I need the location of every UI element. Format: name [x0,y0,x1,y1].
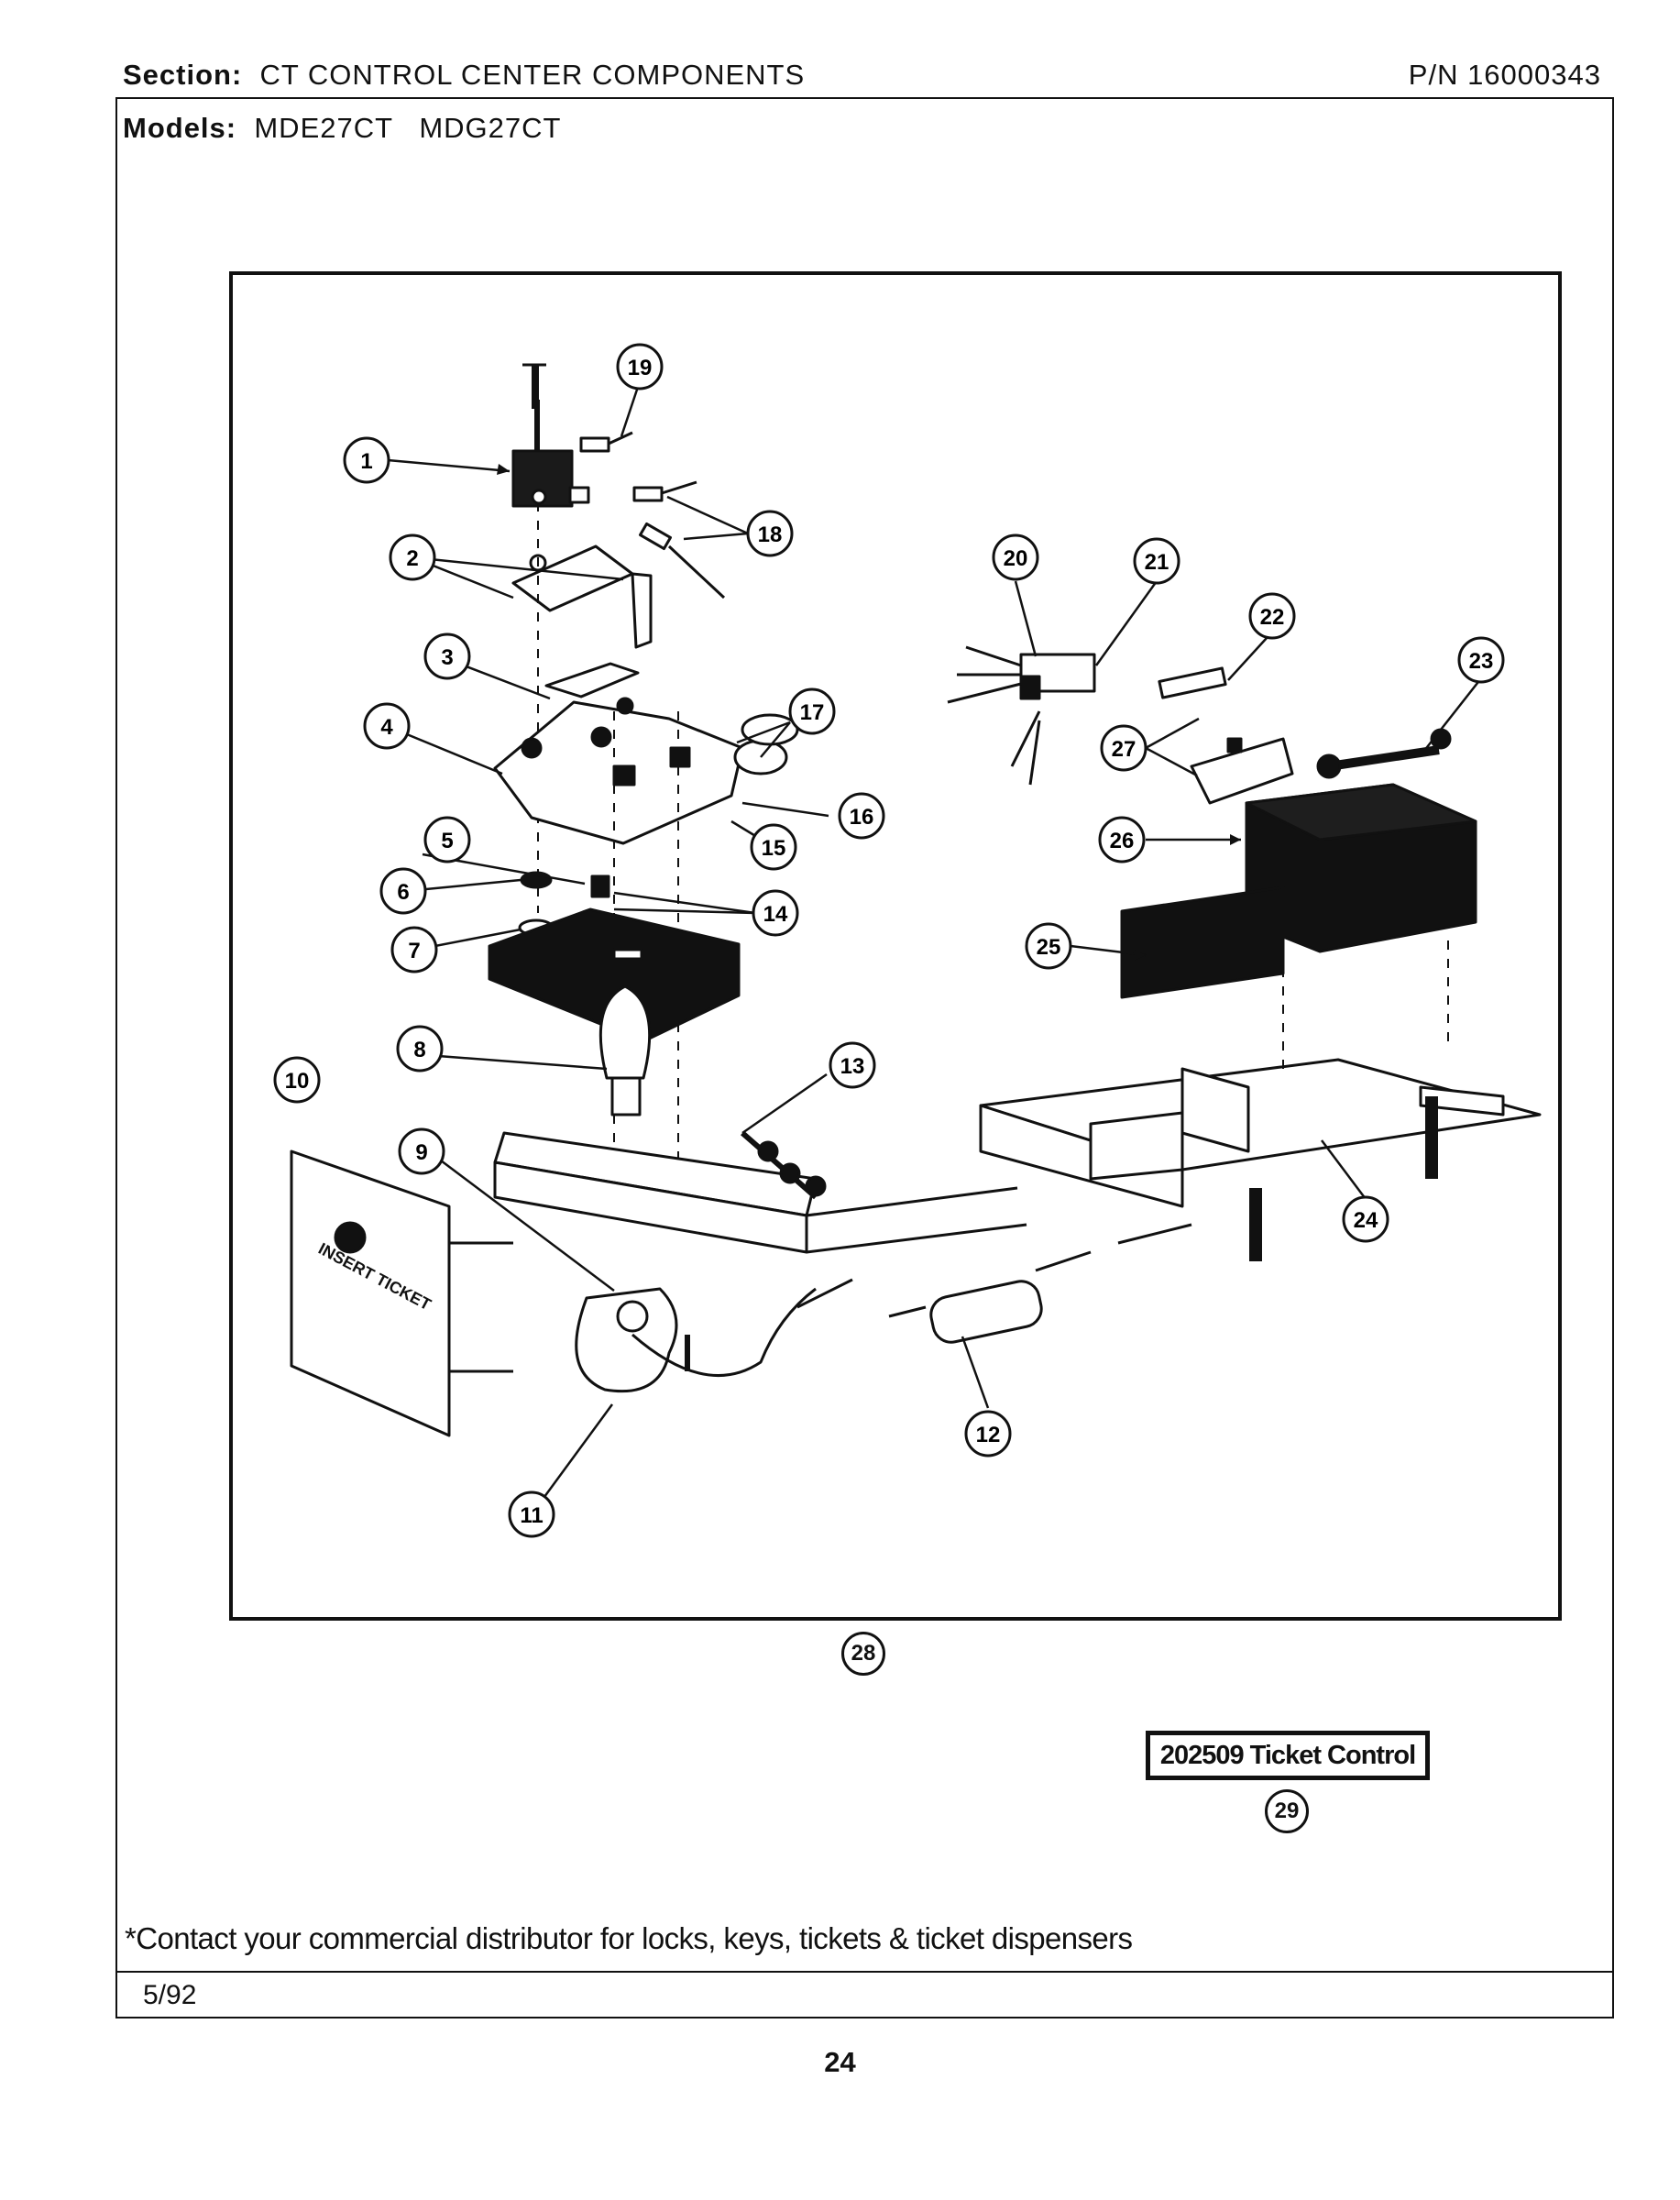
callout-16: 16 [838,792,885,840]
part-solenoid [575,1287,817,1393]
callout-2: 2 [389,534,436,581]
callout-25: 25 [1025,922,1072,970]
callout-number: 25 [1037,935,1061,960]
callout-8: 8 [396,1025,444,1072]
callout-21: 21 [1133,537,1180,585]
callout-5: 5 [423,816,471,864]
callout-number: 14 [763,902,788,927]
callout-number: 2 [406,546,418,571]
callout-number: 12 [976,1423,1001,1447]
callout-number: 19 [628,356,653,380]
callout-10: 10 [273,1056,321,1104]
callout-27: 27 [1100,724,1147,772]
callout-number: 9 [415,1140,427,1165]
part-number: P/N 16000343 [1408,59,1601,91]
part-heat-sink [1120,886,1285,1078]
section-title: CT CONTROL CENTER COMPONENTS [259,59,806,91]
callout-number: 6 [397,880,409,905]
part-lock-plate [488,908,741,1043]
callout-20: 20 [992,534,1039,581]
callout-number: 13 [840,1054,865,1079]
callout-number: 15 [762,836,786,861]
exploded-parts-diagram: INSERT TICKET 12345678910111213141516171… [273,343,1542,1538]
callout-number: 24 [1354,1208,1378,1233]
distributor-note: *Contact your commercial distributor for… [125,1921,1133,1955]
callout-18: 18 [746,510,794,557]
callout-3: 3 [423,632,471,680]
part-switch [511,363,590,508]
callout-number: 23 [1469,649,1494,674]
models-heading: Models: MDE27CT MDG27CT [123,112,561,145]
callout-9: 9 [398,1128,445,1175]
callout-number: 22 [1260,605,1285,630]
part-chassis [493,1131,1027,1254]
diagram-frame [229,271,1562,1621]
part-fuse [1158,666,1227,699]
callout-28: 28 [841,1632,885,1676]
part-transformer [1245,728,1477,1041]
part-lock-cylinder [598,984,652,1116]
callout-24: 24 [1342,1195,1389,1243]
page-number: 24 [824,2046,856,2078]
callout-7: 7 [390,926,438,974]
revision-date: 5/92 [143,1980,197,2010]
part-fuse-holder [796,1223,1192,1344]
callout-23: 23 [1457,636,1505,684]
callout-13: 13 [829,1041,876,1089]
kit-label: 202509 Ticket Control [1146,1731,1430,1780]
callout-number: 7 [408,939,420,963]
callout-number: 1 [360,449,372,474]
callout-number: 10 [285,1069,310,1094]
page-frame [115,97,1614,2018]
callout-number: 3 [441,645,453,670]
callout-number: 4 [380,715,393,740]
callout-22: 22 [1248,592,1296,640]
callout-number: 21 [1145,550,1169,575]
callout-19: 19 [616,343,664,390]
callout-number: 16 [850,805,874,830]
models-list: MDE27CT MDG27CT [254,112,562,144]
callout-number: 20 [1004,546,1028,571]
part-fuse-block [1190,737,1294,805]
callout-29: 29 [1265,1789,1309,1833]
models-label: Models: [123,112,237,144]
footer-divider [115,1971,1614,1973]
section-label: Section: [123,59,243,91]
part-front-panel [290,1150,513,1437]
callout-11: 11 [508,1490,555,1538]
callout-14: 14 [752,889,799,937]
part-connector [947,645,1096,786]
callout-number: 26 [1110,829,1135,853]
callout-number: 18 [758,522,783,547]
callout-number: 8 [413,1038,425,1062]
callout-17: 17 [788,688,836,735]
callout-number: 27 [1112,737,1136,762]
callout-26: 26 [1098,816,1146,864]
callout-number: 5 [441,829,453,853]
callout-12: 12 [964,1410,1012,1458]
callout-number: 11 [520,1503,543,1528]
callout-number: 17 [800,700,825,725]
part-terminals [579,431,726,600]
callout-4: 4 [363,702,411,750]
callout-6: 6 [379,867,427,915]
callout-1: 1 [343,436,390,484]
callout-15: 15 [750,823,797,871]
part-mounting-bracket [979,1058,1542,1208]
section-heading: Section: CT CONTROL CENTER COMPONENTS [123,59,805,92]
